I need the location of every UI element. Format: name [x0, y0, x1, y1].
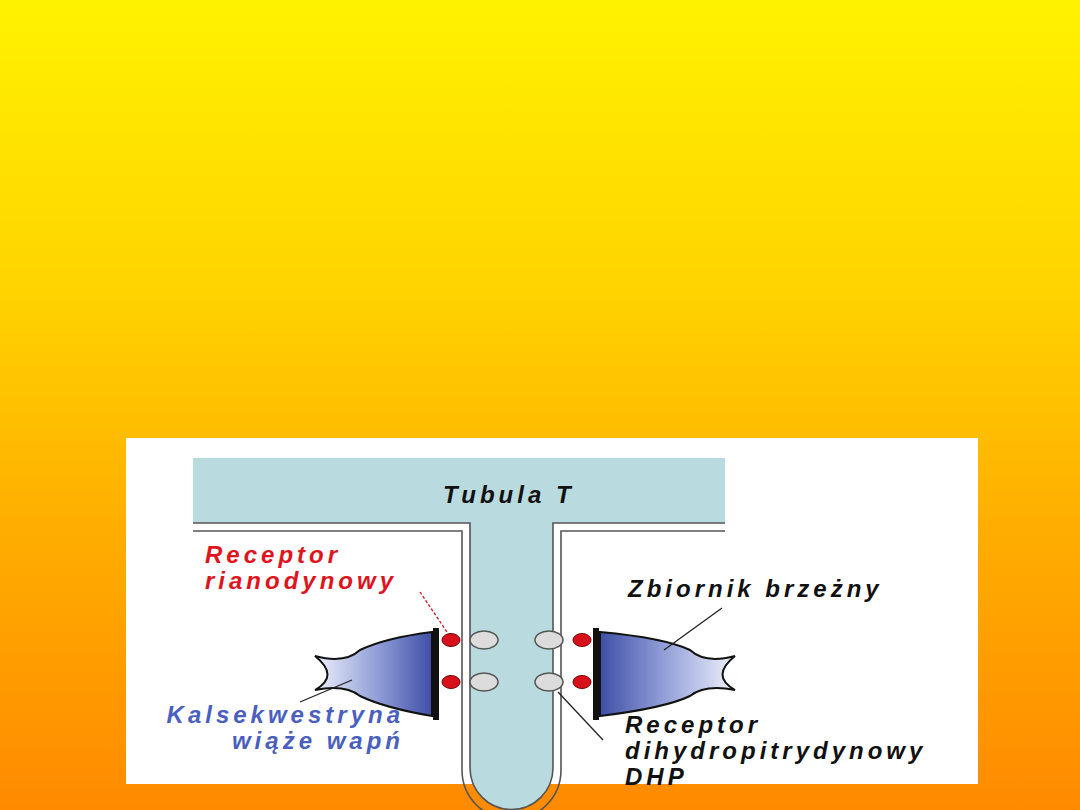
calsequestrin-label: Kalsekwestryna wiąże wapń	[128, 702, 404, 754]
dhp-receptor-label: Receptor dihydropitrydynowy DHP	[625, 712, 955, 790]
cisterna-label: Zbiornik brzeżny	[628, 576, 958, 602]
tubule-title: Tubula T	[443, 482, 575, 508]
t-tubule-band: Tubula T	[193, 458, 725, 523]
receptor-label: Receptor rianodynowy	[205, 542, 455, 594]
